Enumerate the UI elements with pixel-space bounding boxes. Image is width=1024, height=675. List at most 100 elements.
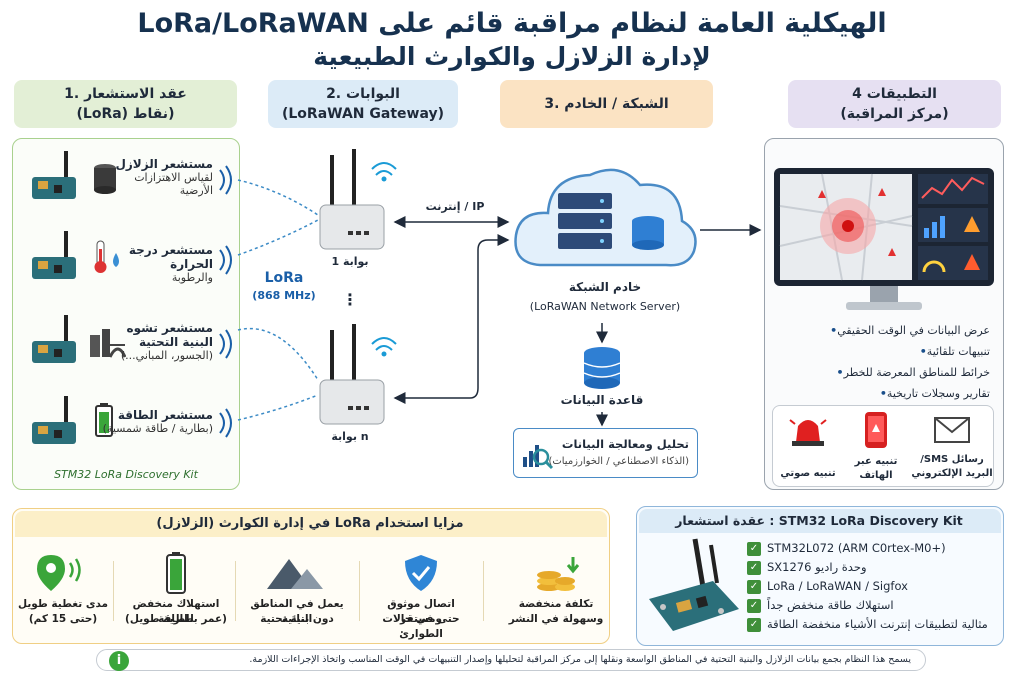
database-label: قاعدة البيانات — [560, 393, 644, 407]
header-network-server: 3. الشبكة / الخادم — [500, 80, 713, 128]
internet-label: إنترنت / IP — [425, 200, 485, 213]
location-signal-icon — [37, 555, 81, 591]
server-name: خادم الشبكة — [568, 280, 642, 294]
checkbox-icon: ✓ — [747, 541, 761, 556]
alert-sms-label: رسائل SMS/ — [920, 454, 984, 465]
lora-frequency: (868 MHz) — [252, 289, 316, 302]
feature-item: عرض البيانات في الوقت الحقيقي• — [780, 320, 990, 341]
sensor-row-seismic: مستشعر الزلازل لقياس الاهتزازات الأرضية — [20, 145, 235, 225]
header-network-server-line1: 3. الشبكة / الخادم — [544, 96, 669, 112]
gateway-n-label: بوابة n — [331, 430, 369, 443]
advantage-remote-line1: يعمل في المناطق النائية — [250, 598, 344, 625]
alert-phone-label-2: الهاتف — [859, 470, 893, 481]
spec-item: LoRa / LoRaWAN / Sigfox ✓ — [747, 577, 997, 596]
alert-phone-label: تنبيه عبر — [854, 456, 898, 467]
checkbox-icon: ✓ — [747, 598, 761, 613]
header-applications-line1: 4 التطبيقات — [852, 86, 937, 102]
battery-icon — [166, 552, 186, 594]
advantages-title: مزايا استخدام LoRa في إدارة الكوارث (الز… — [156, 516, 464, 531]
gateway-1-label: بوابة 1 — [331, 255, 369, 268]
analytics-magnifier-icon — [523, 445, 554, 470]
analysis-box: تحليل ومعالجة البيانات (الذكاء الاصطناعي… — [513, 428, 698, 478]
spec-item: STM32L072 (ARM C0rtex-M0+) ✓ — [747, 539, 997, 558]
sensor-desc-2: الأرضية — [179, 184, 213, 197]
feature-item: تنبيهات تلقائية• — [780, 341, 990, 362]
sensor-name: مستشعر درجة الحرارة — [128, 243, 213, 271]
advantage-remote-line2: دون بنية تحتية — [260, 613, 334, 625]
sensor-desc: (الجسور، المباني...) — [120, 349, 213, 362]
sensor-row-power: مستشعر الطاقة (بطارية / طاقة شمسية) — [20, 390, 235, 465]
advantage-reliability-line2: حتى في حالات الطوارئ — [382, 613, 460, 640]
page-subtitle: لإدارة الزلازل والكوارث الطبيعية — [313, 42, 711, 71]
spec-item-text: LoRa / LoRaWAN / Sigfox — [767, 579, 908, 593]
spec-item-text: وحدة راديو SX1276 — [767, 560, 867, 574]
envelope-icon — [934, 417, 970, 443]
advantage-range-line1: مدى تغطية طويل — [17, 598, 109, 610]
header-sensor-nodes-line2: (LoRa) نقاط) — [76, 106, 175, 122]
sensor-desc: لقياس الاهتزازات — [134, 171, 213, 184]
advantage-cost-line2: وسهولة في النشر — [508, 613, 604, 625]
mountain-icon — [267, 559, 323, 589]
sensor-name: مستشعر الزلازل — [115, 157, 213, 171]
header-sensor-nodes-line1: 1. عقد الاستشعار — [64, 86, 187, 102]
advantage-power-line2: (عمر بطارية طويل) — [125, 613, 227, 625]
applications-feature-list: عرض البيانات في الوقت الحقيقي• تنبيهات ت… — [780, 320, 990, 404]
gatewayn-server-link — [393, 234, 510, 404]
bridge-building-icon — [90, 329, 126, 358]
bullet-icon: • — [879, 387, 887, 400]
shield-check-icon — [405, 555, 437, 591]
footer-note: i يسمح هذا النظام بجمع بيانات الزلازل وا… — [96, 649, 926, 671]
lora-board-icon — [32, 396, 76, 444]
analysis-title: تحليل ومعالجة البيانات — [561, 437, 689, 451]
header-applications-line2: (مركز المراقبة) — [840, 106, 949, 122]
header-applications: 4 التطبيقات (مركز المراقبة) — [788, 80, 1001, 128]
lora-links — [237, 179, 319, 421]
monitoring-screen — [774, 168, 994, 310]
header-gateways-line1: 2. البوابات — [326, 86, 400, 102]
gateway-ellipsis: ⋮ — [342, 290, 358, 309]
alert-sms-label-2: البريد الإلكتروني — [911, 468, 993, 479]
header-sensor-nodes: 1. عقد الاستشعار (LoRa) نقاط) — [14, 80, 237, 128]
page-title: الهيكلية العامة لنظام مراقبة قائم على Lo… — [137, 8, 887, 39]
sensor-row-temperature: مستشعر درجة الحرارة والرطوبة — [20, 225, 235, 305]
header-gateways-line2: (LoRaWAN Gateway) — [281, 106, 444, 122]
database-icon — [583, 347, 621, 389]
lora-board-icon — [32, 315, 76, 363]
lora-board-icon — [32, 151, 76, 199]
server-sub: (LoRaWAN Network Server) — [529, 300, 681, 313]
bullet-icon: • — [919, 345, 927, 358]
checkbox-icon: ✓ — [747, 579, 761, 594]
thermometer-icon — [94, 240, 119, 273]
sensor-desc: (بطارية / طاقة شمسية) — [102, 422, 213, 435]
sensor-name: مستشعر تشوه — [126, 321, 214, 335]
analysis-sub: (الذكاء الاصطناعي / الخوارزميات) — [548, 456, 689, 467]
node-title: STM32 LoRa Discovery Kit : عقدة استشعار — [675, 513, 963, 528]
lora-board-icon — [32, 231, 76, 279]
advantage-cost-line1: تكلفة منخفضة — [518, 598, 594, 610]
node-panel: STM32 LoRa Discovery Kit : عقدة استشعار … — [636, 506, 1004, 646]
feature-item: خرائط للمناطق المعرضة للخطر• — [780, 362, 990, 383]
wireless-signal-icon — [219, 245, 232, 275]
bullet-icon: • — [830, 324, 838, 337]
advantage-power-line1: استهلاك منخفض للطاقة — [132, 598, 220, 625]
cloud-server-icon — [514, 168, 697, 267]
checkbox-icon: ✓ — [747, 560, 761, 575]
spec-item: استهلاك طاقة منخفض جداً✓ — [747, 596, 997, 615]
battery-icon — [95, 403, 113, 437]
siren-icon — [789, 419, 827, 446]
kit-label: STM32 LoRa Discovery Kit — [54, 468, 198, 481]
sensor-name: مستشعر الطاقة — [117, 408, 213, 422]
sensor-desc: والرطوبة — [171, 271, 213, 284]
coins-icon — [537, 557, 580, 591]
feature-item-text: خرائط للمناطق المعرضة للخطر — [843, 366, 990, 379]
sensor-row-structural: مستشعر تشوه البنية التحتية (الجسور، المب… — [20, 305, 235, 390]
phone-icon — [865, 412, 887, 448]
spec-item: مثالية لتطبيقات إنترنت الأشياء منخفضة ال… — [747, 615, 997, 634]
sensor-name-2: البنية التحتية — [138, 335, 213, 349]
feature-item: تقارير وسجلات تاريخية• — [780, 383, 990, 404]
wireless-signal-icon — [219, 329, 232, 359]
wireless-signal-icon — [219, 165, 232, 195]
footer-text: يسمح هذا النظام بجمع بيانات الزلازل والب… — [249, 654, 911, 665]
spec-item-text: STM32L072 (ARM C0rtex-M0+) — [767, 541, 946, 555]
